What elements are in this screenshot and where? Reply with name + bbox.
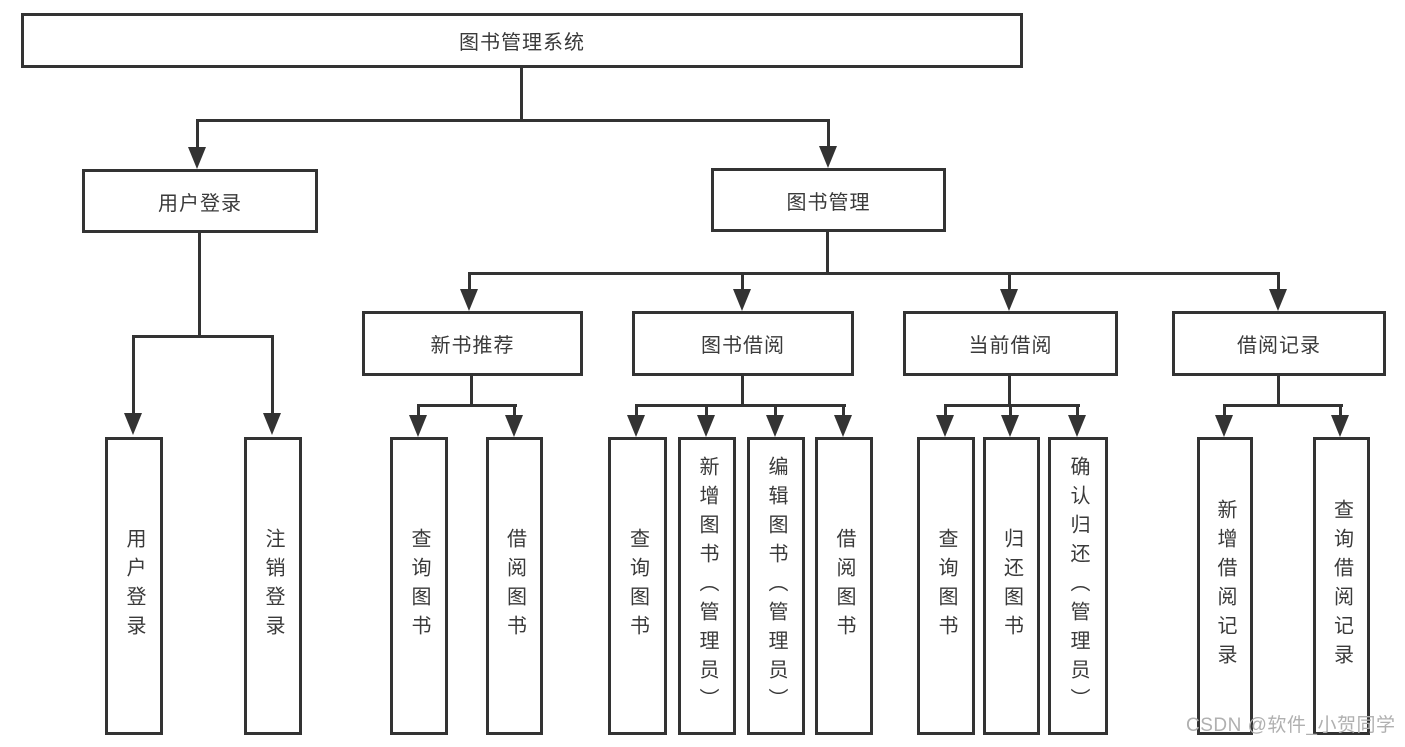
connector-level3-bar (469, 272, 1280, 275)
leaf-edit-books-admin: 编辑图书（管理员） (747, 437, 805, 735)
connector-book-mgmt-arrow-stem (827, 119, 830, 148)
arrow-g3-query-books (627, 415, 645, 437)
connector-sec4-arrow-stem (1277, 272, 1280, 291)
connector-group3-bar (636, 404, 846, 407)
leaf-edit-books-admin-label: 编辑图书（管理员） (765, 455, 787, 717)
leaf-add-books-admin: 新增图书（管理员） (678, 437, 736, 735)
arrow-to-book-borrowing (733, 289, 751, 311)
arrow-to-borrow-records (1269, 289, 1287, 311)
connector-level2-bar (196, 119, 830, 122)
arrow-g2-query-books (409, 415, 427, 437)
leaf-user-login: 用户登录 (105, 437, 163, 735)
arrow-g2-borrow-books (505, 415, 523, 437)
arrow-g4-query-books (936, 415, 954, 437)
leaf-recommend-query-books: 查询图书 (390, 437, 448, 735)
connector-sec3-stub (1008, 376, 1011, 404)
connector-g4b-stem (1009, 404, 1012, 417)
leaf-logout-label: 注销登录 (262, 528, 284, 644)
node-user-login-label: 用户登录 (158, 192, 242, 215)
leaf-confirm-return-admin-label: 确认归还（管理员） (1067, 455, 1089, 717)
connector-group2-bar (418, 404, 517, 407)
node-library-system: 图书管理系统 (21, 13, 1023, 68)
connector-book-mgmt-stem (826, 232, 829, 272)
leaf-return-books-label: 归还图书 (1000, 528, 1023, 644)
leaf-logout: 注销登录 (244, 437, 302, 735)
leaf-return-books: 归还图书 (983, 437, 1040, 735)
connector-user-login-stem (198, 233, 201, 335)
arrow-to-new-book-recommend (460, 289, 478, 311)
node-current-borrowing: 当前借阅 (903, 311, 1118, 376)
leaf-current-query-books: 查询图书 (917, 437, 975, 735)
connector-g3b-stem (705, 404, 708, 417)
node-book-borrowing: 图书借阅 (632, 311, 854, 376)
connector-leaf-user-login-stem (132, 335, 135, 413)
leaf-add-borrow-record-label: 新增借阅记录 (1214, 499, 1236, 673)
leaf-borrowing-query-books-label: 查询图书 (626, 528, 649, 644)
csdn-watermark: CSDN @软件_小贺同学 (1186, 715, 1396, 736)
connector-g4c-stem (1076, 404, 1079, 417)
arrow-g4-confirm-return (1068, 415, 1086, 437)
leaf-add-books-admin-label: 新增图书（管理员） (696, 455, 718, 717)
arrow-to-leaf-user-login (124, 413, 142, 435)
arrow-to-current-borrowing (1000, 289, 1018, 311)
leaf-recommend-borrow-books-label: 借阅图书 (503, 528, 526, 644)
node-book-management: 图书管理 (711, 168, 946, 232)
arrow-g3-add-books (697, 415, 715, 437)
connector-user-login-bar (132, 335, 274, 338)
connector-sec3-arrow-stem (1008, 272, 1011, 291)
connector-g3c-stem (774, 404, 777, 417)
leaf-query-borrow-record-label: 查询借阅记录 (1330, 499, 1353, 673)
connector-root-stem (520, 68, 523, 119)
node-borrow-records: 借阅记录 (1172, 311, 1386, 376)
connector-group5-bar (1224, 404, 1343, 407)
leaf-current-query-books-label: 查询图书 (935, 528, 957, 644)
leaf-query-borrow-record: 查询借阅记录 (1313, 437, 1370, 735)
node-book-borrowing-label: 图书借阅 (701, 335, 785, 357)
arrow-g3-borrow-books (834, 415, 852, 437)
node-borrow-records-label: 借阅记录 (1237, 335, 1321, 357)
connector-sec1-arrow-stem (468, 272, 471, 291)
connector-g4a-stem (944, 404, 947, 417)
arrow-g5-query-record (1331, 415, 1349, 437)
connector-g5a-stem (1223, 404, 1226, 417)
connector-sec2-arrow-stem (741, 272, 744, 291)
connector-sec4-stub (1277, 376, 1280, 404)
node-user-login: 用户登录 (82, 169, 318, 233)
connector-user-login-arrow-stem (196, 119, 199, 149)
leaf-recommend-borrow-books: 借阅图书 (486, 437, 543, 735)
connector-g5b-stem (1339, 404, 1342, 417)
connector-g3a-stem (635, 404, 638, 417)
node-current-borrowing-label: 当前借阅 (968, 335, 1053, 357)
leaf-borrowing-borrow-books: 借阅图书 (815, 437, 873, 735)
leaf-borrowing-borrow-books-label: 借阅图书 (833, 528, 855, 644)
connector-g2a-stem (417, 404, 420, 417)
connector-group4-bar (945, 404, 1080, 407)
leaf-add-borrow-record: 新增借阅记录 (1197, 437, 1253, 735)
node-library-system-label: 图书管理系统 (459, 32, 585, 54)
connector-sec1-stub (470, 376, 473, 404)
connector-leaf-logout-stem (271, 335, 274, 413)
arrow-to-user-login (188, 147, 206, 169)
leaf-borrowing-query-books: 查询图书 (608, 437, 667, 735)
connector-g2b-stem (513, 404, 516, 417)
node-new-book-recommend-label: 新书推荐 (430, 335, 515, 357)
node-book-management-label: 图书管理 (786, 191, 871, 214)
arrow-to-book-mgmt (819, 146, 837, 168)
arrow-g4-return-books (1001, 415, 1019, 437)
leaf-confirm-return-admin: 确认归还（管理员） (1048, 437, 1108, 735)
node-new-book-recommend: 新书推荐 (362, 311, 583, 376)
arrow-g3-edit-books (766, 415, 784, 437)
connector-sec2-stub (741, 376, 744, 404)
arrow-g5-add-record (1215, 415, 1233, 437)
leaf-recommend-query-books-label: 查询图书 (408, 528, 430, 644)
leaf-user-login-label: 用户登录 (123, 528, 145, 644)
connector-g3d-stem (842, 404, 845, 417)
arrow-to-leaf-logout (263, 413, 281, 435)
